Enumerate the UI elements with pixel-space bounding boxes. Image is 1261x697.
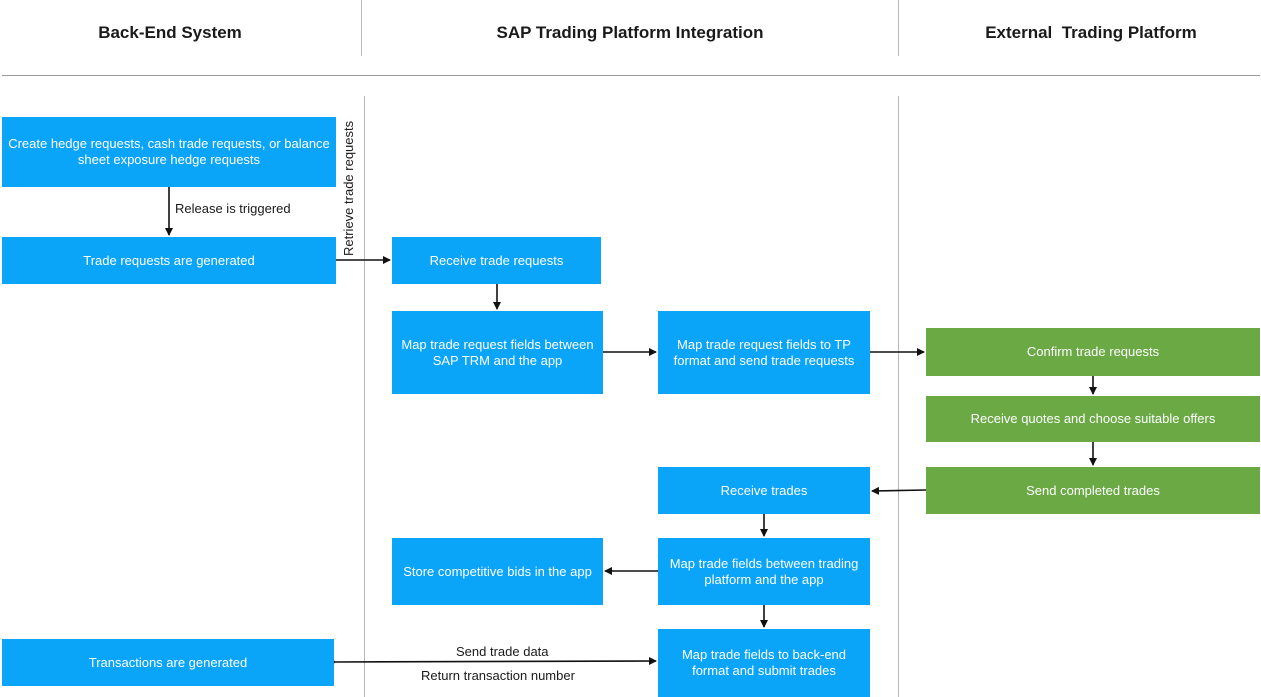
arrow-send-to-receive bbox=[871, 486, 927, 495]
header-back-end-system: Back-End System bbox=[98, 23, 242, 42]
label-send-trade-data: Send trade data bbox=[456, 644, 549, 659]
box-confirm-trade-requests: Confirm trade requests bbox=[926, 328, 1260, 376]
box-store-competitive-bids: Store competitive bids in the app bbox=[392, 538, 603, 605]
label-return-transaction-number: Return transaction number bbox=[421, 668, 575, 683]
header-external-trading-platform: External Trading Platform bbox=[985, 23, 1197, 42]
box-transactions-generated: Transactions are generated bbox=[2, 639, 334, 686]
arrow-send-return bbox=[328, 657, 657, 667]
header-separator bbox=[2, 75, 1260, 76]
label-retrieve-trade-requests: Retrieve trade requests bbox=[341, 120, 356, 256]
lane-divider-left bbox=[364, 96, 365, 697]
box-receive-quotes: Receive quotes and choose suitable offer… bbox=[926, 396, 1260, 442]
box-map-trade-fields-backend: Map trade fields to back-end format and … bbox=[658, 629, 870, 697]
box-map-trade-fields-platform: Map trade fields between trading platfor… bbox=[658, 538, 870, 605]
header-divider-left bbox=[361, 0, 362, 56]
box-receive-trades: Receive trades bbox=[658, 467, 870, 514]
box-map-request-fields-trm: Map trade request fields between SAP TRM… bbox=[392, 311, 603, 394]
header-sap-trading-platform-integration: SAP Trading Platform Integration bbox=[496, 23, 764, 42]
box-map-request-fields-tp: Map trade request fields to TP format an… bbox=[658, 311, 870, 394]
box-trade-requests-generated: Trade requests are generated bbox=[2, 237, 336, 284]
box-send-completed-trades: Send completed trades bbox=[926, 467, 1260, 514]
box-receive-trade-requests: Receive trade requests bbox=[392, 237, 601, 284]
header-divider-right bbox=[898, 0, 899, 56]
lane-divider-right bbox=[898, 96, 899, 697]
box-create-hedge-requests: Create hedge requests, cash trade reques… bbox=[2, 117, 336, 187]
label-release-triggered: Release is triggered bbox=[175, 201, 291, 216]
